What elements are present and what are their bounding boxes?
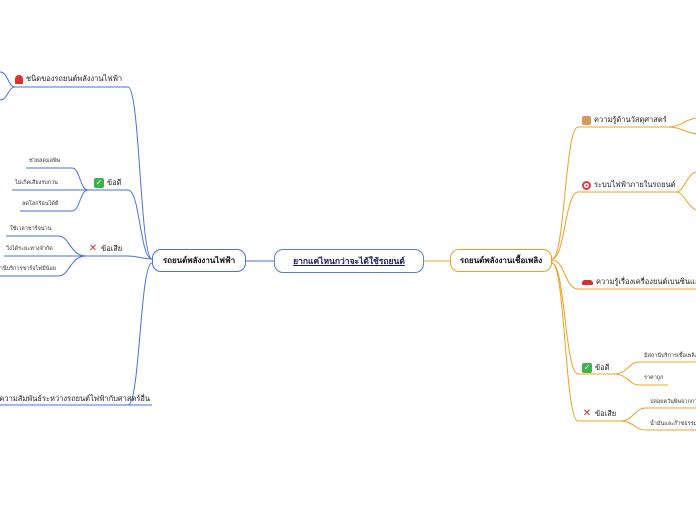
topic-right-cons-label: ข้อเสีย [595,409,617,418]
check-icon: ✓ [582,363,592,373]
topic-left-pros[interactable]: ✓ข้อดี [94,177,122,189]
topic-right-cons[interactable]: ✕ข้อเสีย [582,408,616,420]
topic-left-cons[interactable]: ✕ข้อเสีย [88,243,122,255]
topic-types[interactable]: ชนิดของรถยนต์พลังงานไฟฟ้า [15,73,122,85]
right-pros-item[interactable]: มีสถานีบริการเชื้อเพลิงจำนวนมาก [644,353,696,359]
left-cons-item[interactable]: ใช้เวลาชาร์จนาน [10,226,52,232]
car-icon [582,279,593,285]
topic-types-label: ชนิดของรถยนต์พลังงานไฟฟ้า [26,74,123,83]
topic-right-pros-label: ข้อดี [595,363,610,372]
link-left-types [127,86,153,260]
topic-left-pros-label: ข้อดี [107,178,122,187]
topic-electrical[interactable]: ระบบไฟฟ้าภายในรถยนต์ [582,179,675,191]
left-cons-item[interactable]: วิ่งได้ระยะทางจำกัด [6,246,53,252]
topic-materials[interactable]: ความรู้ด้านวัสดุศาสตร์ [582,114,667,126]
topic-relation-label: ความสัมพันธ์ระหว่างรถยนต์ไฟฟ้ากับศาสตร์อ… [0,394,150,403]
topic-relation[interactable]: ความสัมพันธ์ระหว่างรถยนต์ไฟฟ้ากับศาสตร์อ… [0,393,150,405]
package-icon [582,115,591,125]
right-cons-item[interactable]: น้ำมันและก๊าซธรรมชาติมีจำกัด [650,421,696,427]
link-left-relation [127,262,153,406]
alarm-bell-icon [15,74,23,84]
check-icon: ✓ [94,178,104,188]
left-cons-item[interactable]: สถานีบริการชาร์จไฟมีน้อย [0,266,56,272]
topic-engine[interactable]: ความรู้เรื่องเครื่องยนต์เบนซินและดีเซล [582,276,696,288]
cross-icon: ✕ [582,408,592,419]
main-topic-electric-car[interactable]: รถยนต์พลังงานไฟฟ้า [152,249,246,272]
link-left-cons [127,255,153,260]
target-icon [582,180,591,190]
left-pros-item[interactable]: ช่วยลดมลพิษ [29,158,61,164]
topic-materials-label: ความรู้ด้านวัสดุศาสตร์ [594,115,667,124]
topic-right-pros[interactable]: ✓ข้อดี [582,362,610,374]
right-pros-item[interactable]: ราคาถูก [644,375,664,381]
left-pros-item[interactable]: ลดโลกร้อนได้ดี [22,201,59,207]
main-topic-fuel-car[interactable]: รถยนต์พลังงานเชื้อเพลิง [450,249,552,272]
topic-electrical-label: ระบบไฟฟ้าภายในรถยนต์ [594,180,676,189]
cross-icon: ✕ [88,243,98,254]
main-topic-electric-car-label: รถยนต์พลังงานไฟฟ้า [162,256,236,265]
central-topic[interactable]: ยากแค่ไหนกว่าจะได้ใช้รถยนต์ [274,249,424,273]
topic-left-cons-label: ข้อเสีย [101,244,123,253]
right-cons-item[interactable]: ปล่อยควันพิษจากการเผาไหม้ [650,399,696,405]
link-left-pros [127,189,153,260]
main-topic-fuel-car-label: รถยนต์พลังงานเชื้อเพลิง [459,256,543,265]
left-pros-item[interactable]: ไม่เกิดเสียงรบกวน [15,180,58,186]
topic-engine-label: ความรู้เรื่องเครื่องยนต์เบนซินและดีเซล [596,277,696,286]
central-topic-label: ยากแค่ไหนกว่าจะได้ใช้รถยนต์ [293,257,405,267]
